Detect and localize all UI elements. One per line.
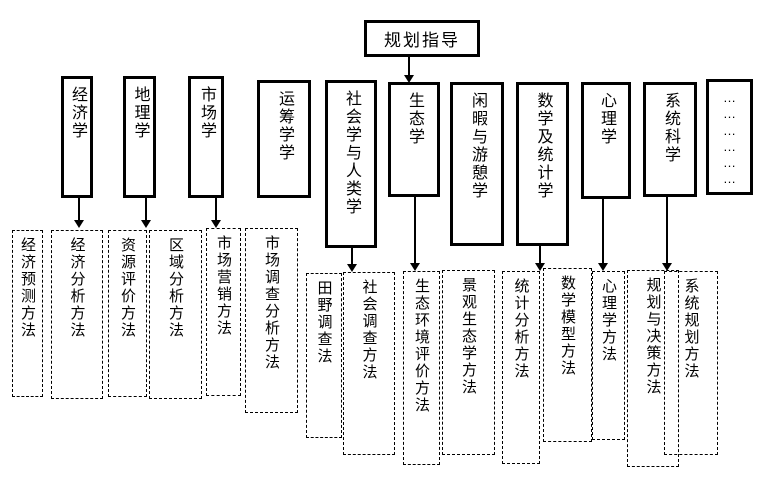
arrow-systems-science-down (662, 197, 672, 271)
method-box-psychology-methods: 心理学方法 (592, 271, 625, 440)
method-box-market-survey-analysis: 市场调查分析方法 (245, 228, 298, 413)
method-label: 规划与决策方法 (644, 277, 662, 396)
arrow-marketing-down (211, 198, 221, 228)
arrow-psychology-down (598, 199, 608, 271)
method-box-economic-forecast: 经济预测方法 (12, 230, 43, 397)
method-box-statistical-analysis: 统计分析方法 (502, 271, 540, 464)
discipline-label: 数学及统计学 (534, 92, 552, 200)
arrow-root-to-ecology (404, 57, 414, 83)
method-label: 田野调查法 (315, 280, 333, 365)
method-label: 经济分析方法 (68, 237, 86, 339)
discipline-label: 系统科学 (662, 92, 679, 164)
method-box-planning-decision: 规划与决策方法 (627, 270, 679, 467)
root-node-planning-guidance: 规划指导 (364, 20, 480, 57)
method-label: 市场营销方法 (215, 235, 232, 337)
arrow-geography-down (141, 198, 151, 228)
method-box-regional-analysis: 区域分析方法 (149, 230, 202, 399)
discipline-label: 地理学 (131, 86, 149, 140)
method-box-eco-environment-evaluation: 生态环境评价方法 (403, 271, 440, 465)
discipline-box-leisure-recreation: 闲暇与游憩学 (450, 82, 504, 246)
method-label: 景观生态学方法 (460, 277, 477, 396)
arrow-sociology-down (347, 248, 357, 272)
method-label: 社会调查方法 (360, 279, 378, 381)
arrow-economics-down (74, 198, 84, 228)
method-label: 市场调查分析方法 (263, 235, 280, 371)
method-box-field-survey: 田野调查法 (306, 273, 342, 438)
arrow-math-statistics-down (535, 246, 545, 271)
discipline-box-ellipsis: … … … … … … (706, 79, 753, 195)
discipline-label: 运筹学学 (276, 90, 293, 162)
arrow-ecology-down (410, 197, 420, 271)
discipline-box-operations-research: 运筹学学 (257, 80, 311, 198)
method-label: 心理学方法 (600, 278, 617, 363)
discipline-label: 市场学 (198, 86, 215, 140)
method-label: 统计分析方法 (512, 278, 530, 380)
method-box-economic-analysis: 经济分析方法 (51, 230, 103, 399)
discipline-label: 生态学 (406, 92, 423, 146)
discipline-box-sociology-anthropology: 社会学与人类学 (325, 80, 377, 248)
method-box-math-model: 数学模型方法 (543, 268, 592, 442)
method-box-marketing-methods: 市场营销方法 (206, 228, 241, 396)
discipline-box-marketing: 市场学 (188, 76, 224, 198)
discipline-box-ecology: 生态学 (388, 82, 440, 197)
ellipsis-dots: … … … … … … (723, 90, 736, 187)
discipline-box-psychology: 心理学 (581, 82, 631, 199)
method-label: 经济预测方法 (19, 237, 36, 339)
method-box-resource-evaluation: 资源评价方法 (108, 230, 147, 397)
method-box-social-survey: 社会调查方法 (343, 272, 395, 455)
method-label: 数学模型方法 (559, 275, 576, 377)
discipline-box-math-statistics: 数学及统计学 (516, 82, 569, 246)
discipline-label: 社会学与人类学 (343, 90, 360, 216)
method-box-landscape-ecology: 景观生态学方法 (442, 270, 495, 455)
discipline-label: 经济学 (69, 86, 86, 140)
method-box-system-planning: 系统规划方法 (664, 271, 718, 455)
method-label: 系统规划方法 (682, 278, 700, 380)
method-label: 区域分析方法 (167, 237, 184, 339)
discipline-label: 心理学 (598, 92, 615, 146)
method-label: 生态环境评价方法 (413, 278, 430, 414)
method-label: 资源评价方法 (119, 237, 136, 339)
discipline-box-geography: 地理学 (123, 76, 156, 198)
discipline-label: 闲暇与游憩学 (469, 92, 486, 200)
discipline-box-systems-science: 系统科学 (643, 82, 697, 197)
root-node-label: 规划指导 (384, 31, 460, 50)
discipline-box-economics: 经济学 (61, 76, 93, 198)
